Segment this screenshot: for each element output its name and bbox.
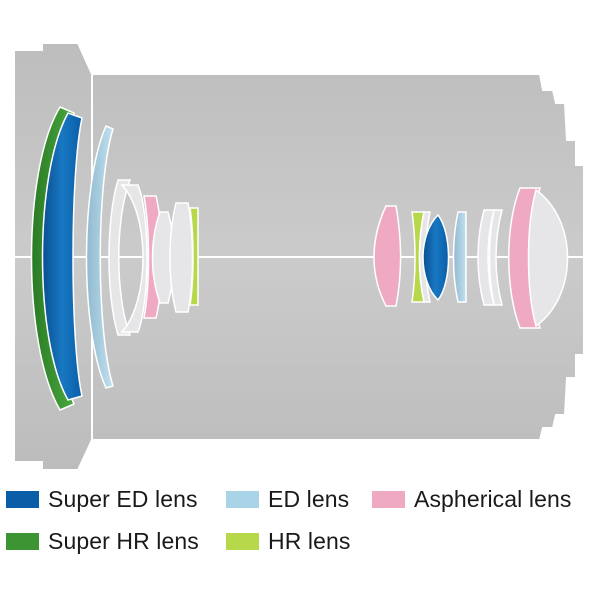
- ed-swatch: [226, 491, 259, 508]
- lens-construction-diagram: [14, 43, 584, 470]
- plain-lens-4: [169, 202, 194, 313]
- aspherical-label: Aspherical lens: [414, 486, 572, 512]
- hr-swatch: [226, 533, 259, 550]
- super-ed-label: Super ED lens: [48, 486, 198, 512]
- plain-lens-1: [108, 179, 132, 336]
- aspherical-lens-rear-1: [373, 205, 402, 307]
- legend-item-hr: HR lens: [226, 528, 351, 555]
- ed-lens-rear: [452, 211, 467, 303]
- legend-item-aspherical: Aspherical lens: [372, 486, 571, 513]
- plain-lens-7: [488, 209, 503, 306]
- hr-lens-front: [189, 207, 199, 306]
- super-hr-label: Super HR lens: [48, 528, 199, 554]
- ed-label: ED lens: [268, 486, 350, 512]
- super-ed-lens-rear: [422, 213, 450, 302]
- plain-lens-8: [527, 188, 569, 328]
- legend-item-super-ed: Super ED lens: [6, 486, 198, 513]
- super-ed-swatch: [6, 491, 39, 508]
- hr-label: HR lens: [268, 528, 351, 554]
- legend-item-ed: ED lens: [226, 486, 349, 513]
- ed-lens-front: [85, 125, 114, 389]
- plain-lens-2: [120, 184, 148, 333]
- super-ed-lens-front: [41, 112, 83, 401]
- super-hr-swatch: [6, 533, 39, 550]
- legend-item-super-hr: Super HR lens: [6, 528, 199, 555]
- aspherical-swatch: [372, 491, 405, 508]
